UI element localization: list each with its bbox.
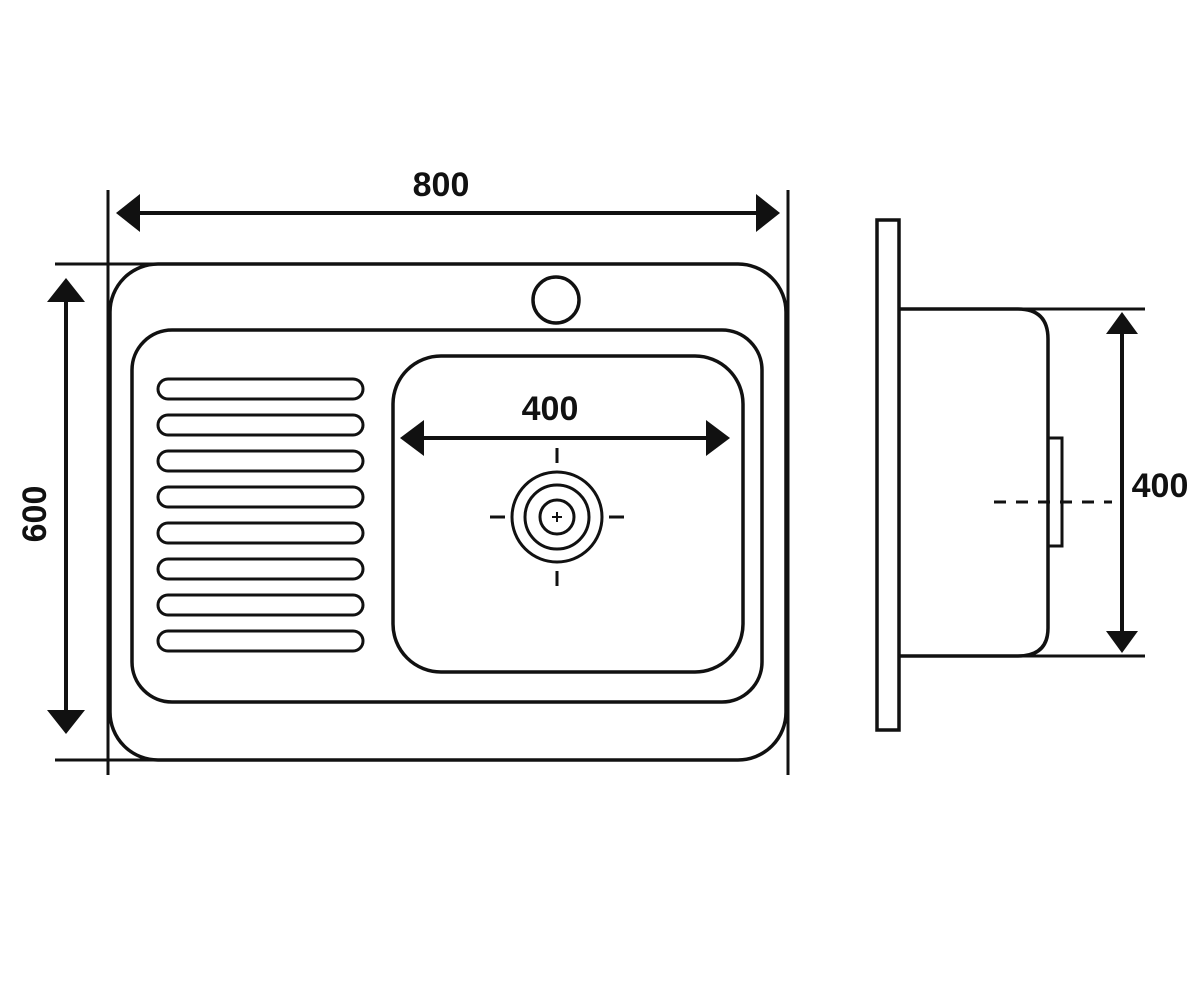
bowl-depth-label: 400: [1132, 467, 1189, 505]
drain-groove: [156, 485, 365, 509]
sink-bowl: [391, 354, 745, 674]
drain-inner-ring: [538, 498, 576, 536]
side-drain-stub: [1046, 436, 1064, 548]
arrowhead-bottom: [1106, 631, 1138, 653]
sink-outer-rim: [108, 262, 788, 762]
drain-groove: [156, 377, 365, 401]
dimension-bowl-width: 400: [400, 390, 730, 456]
side-view: 400: [875, 218, 1188, 732]
drain-outer-ring: [510, 470, 604, 564]
dimension-bowl-depth: 400: [1106, 312, 1188, 653]
arrowhead-right: [756, 194, 780, 232]
side-bowl-profile: [899, 307, 1050, 658]
overall-width-label: 800: [413, 166, 470, 204]
dimension-overall-width: 800: [116, 166, 780, 232]
sink-inner-deck: [130, 328, 764, 704]
arrowhead-left: [400, 420, 424, 456]
arrowhead-top: [1106, 312, 1138, 334]
drain-groove: [156, 593, 365, 617]
overall-depth-label: 600: [16, 486, 54, 543]
drain-groove: [156, 413, 365, 437]
drain-groove: [156, 449, 365, 473]
drain-groove: [156, 557, 365, 581]
side-flange: [875, 218, 901, 732]
top-view: 800 600 400: [16, 166, 790, 775]
tap-hole: [531, 275, 581, 325]
arrowhead-top: [47, 278, 85, 302]
bowl-width-label: 400: [522, 390, 579, 428]
drain-groove: [156, 629, 365, 653]
dimension-overall-depth: 600: [16, 278, 85, 734]
arrowhead-bottom: [47, 710, 85, 734]
drain-outlet: [490, 448, 624, 586]
arrowhead-right: [706, 420, 730, 456]
drain-groove: [156, 521, 365, 545]
drainboard-grooves: [156, 377, 365, 653]
arrowhead-left: [116, 194, 140, 232]
drain-middle-ring: [523, 483, 591, 551]
